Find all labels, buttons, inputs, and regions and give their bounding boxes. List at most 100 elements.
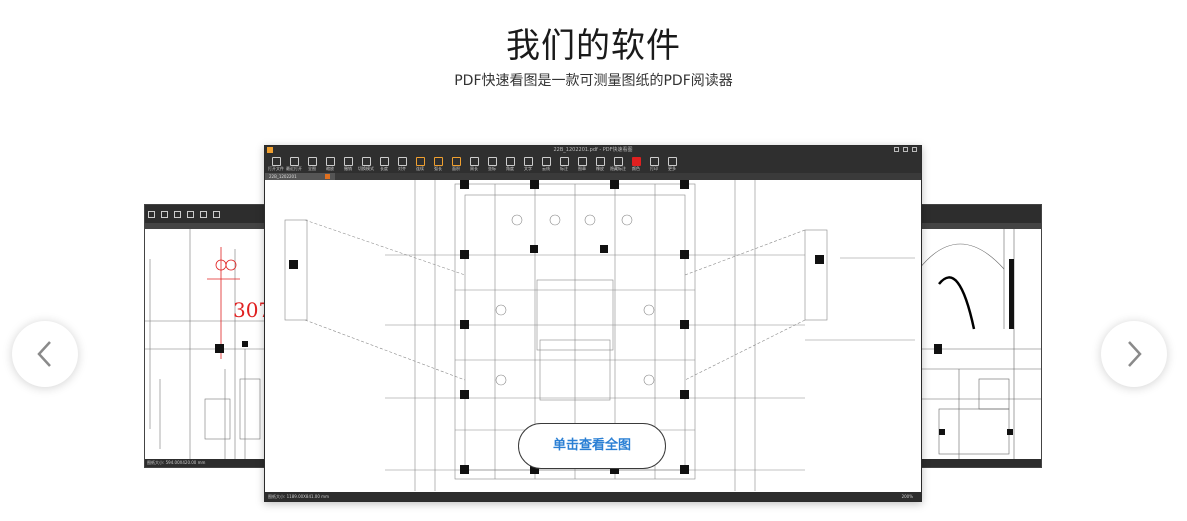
section-title: 我们的软件 [506, 26, 681, 66]
right-drawing [919, 229, 1041, 461]
tool-icon [289, 156, 299, 166]
tool-icon [415, 156, 425, 166]
toolbar-tool-21[interactable]: 打印 [647, 156, 661, 172]
floor-plan-drawing [284, 180, 915, 491]
app-logo-icon [267, 147, 273, 153]
app-statusbar: 图纸大小: 1189.00X841.00 mm 200% [265, 492, 921, 501]
tool-label: 连续 [416, 165, 424, 171]
preview-left-screenshot[interactable]: 307 图纸大小: 594.00X420.00 mm [144, 204, 268, 468]
tool-icon [541, 156, 551, 166]
tool-icon [325, 156, 335, 166]
tool-icon [379, 156, 389, 166]
tool-icon [487, 156, 497, 166]
toolbar-tool-14[interactable]: 文字 [521, 156, 535, 172]
tool-label: 对齐 [398, 165, 406, 171]
toolbar-tool-19[interactable]: 隐藏标注 [610, 156, 626, 172]
status-text: 图纸大小: 1189.00X841.00 mm [268, 494, 329, 499]
chevron-right-icon [1128, 341, 1142, 367]
toolbar-tool-16[interactable]: 标注 [557, 156, 571, 172]
toolbar-tool-20[interactable]: 颜色 [629, 156, 643, 172]
tool-icon [595, 156, 605, 166]
left-drawing: 307 [145, 229, 267, 461]
preview-right-screenshot[interactable] [918, 204, 1042, 468]
tool-label: 更多 [668, 165, 676, 171]
tool-label: 全图 [308, 165, 316, 171]
tool-label: 打印 [650, 165, 658, 171]
carousel-next-button[interactable] [1101, 321, 1167, 387]
minimize-icon[interactable] [894, 147, 899, 152]
tool-icon [271, 156, 281, 166]
toolbar-tool-1[interactable]: 最近打开 [286, 156, 302, 172]
toolbar-tool-4[interactable]: 撤销 [341, 156, 355, 172]
tool-label: 撤销 [344, 165, 352, 171]
app-toolbar: 22B_1202201.pdf - PDF快速看图 打开文件最近打开全图 缩放 撤销… [265, 146, 921, 173]
maximize-icon[interactable] [903, 147, 908, 152]
tool-label: 打开文件 [268, 165, 284, 171]
tool-label: 橡皮 [596, 165, 604, 171]
tool-icon [577, 156, 587, 166]
tool-label: 角度 [506, 165, 514, 171]
toolbar-tool-10[interactable]: 面积 [449, 156, 463, 172]
tool-label: 弧长 [434, 165, 442, 171]
toolbar-tool-18[interactable]: 橡皮 [593, 156, 607, 172]
tool-label: 图章 [578, 165, 586, 171]
tool-label: 标注 [560, 165, 568, 171]
tab-label: 22B_1202201 [269, 174, 297, 179]
tool-label: 面积 [452, 165, 460, 171]
tool-label: 隐藏标注 [610, 165, 626, 171]
tool-icon [523, 156, 533, 166]
chevron-left-icon [37, 341, 51, 367]
tool-label: 周长 [470, 165, 478, 171]
tool-icon [559, 156, 569, 166]
toolbar-tool-6[interactable]: 长度 [377, 156, 391, 172]
right-toolbar [919, 205, 1041, 223]
tool-label: 坐标 [488, 165, 496, 171]
tool-label: 云线 [542, 165, 550, 171]
tool-label: 文字 [524, 165, 532, 171]
tool-icon [343, 156, 353, 166]
close-icon[interactable] [912, 147, 917, 152]
tool-icon [433, 156, 443, 166]
toolbar-tool-3[interactable]: 缩放 [323, 156, 337, 172]
window-title: 22B_1202201.pdf - PDF快速看图 [553, 147, 633, 153]
zoom-level[interactable]: 200% [901, 494, 913, 499]
tool-label: 缩放 [326, 165, 334, 171]
tab-bar: 22B_1202201 [265, 173, 921, 180]
tool-icon [451, 156, 461, 166]
tool-icon [397, 156, 407, 166]
red-dimension-label: 307 [233, 298, 267, 322]
tool-row: 打开文件最近打开全图 缩放 撤销切换模式长度 对齐 连续 弧长 面积 周长 坐标 角度 文字 云线 标注… [268, 156, 917, 172]
left-toolbar [145, 205, 267, 223]
toolbar-tool-2[interactable]: 全图 [305, 156, 319, 172]
toolbar-tool-8[interactable]: 连续 [413, 156, 427, 172]
tool-icon [307, 156, 317, 166]
tab-close-icon[interactable] [325, 174, 330, 179]
tool-label: 切换模式 [358, 165, 374, 171]
toolbar-tool-12[interactable]: 坐标 [485, 156, 499, 172]
right-statusbar [919, 459, 1041, 467]
toolbar-tool-17[interactable]: 图章 [575, 156, 589, 172]
section-subtitle: PDF快速看图是一款可测量图纸的PDF阅读器 [454, 73, 733, 89]
toolbar-tool-0[interactable]: 打开文件 [268, 156, 284, 172]
document-tab[interactable]: 22B_1202201 [265, 173, 335, 180]
tool-icon [613, 156, 623, 166]
tool-label: 最近打开 [286, 165, 302, 171]
tool-icon [361, 156, 371, 166]
toolbar-tool-13[interactable]: 角度 [503, 156, 517, 172]
toolbar-tool-15[interactable]: 云线 [539, 156, 553, 172]
tool-icon [631, 156, 641, 166]
tool-icon [667, 156, 677, 166]
left-statusbar: 图纸大小: 594.00X420.00 mm [145, 459, 267, 467]
tool-icon [505, 156, 515, 166]
view-full-image-button[interactable]: 单击查看全图 [518, 423, 666, 469]
tool-icon [649, 156, 659, 166]
toolbar-tool-7[interactable]: 对齐 [395, 156, 409, 172]
tool-label: 长度 [380, 165, 388, 171]
toolbar-tool-22[interactable]: 更多 [665, 156, 679, 172]
toolbar-tool-11[interactable]: 周长 [467, 156, 481, 172]
toolbar-tool-5[interactable]: 切换模式 [358, 156, 374, 172]
tool-icon [469, 156, 479, 166]
toolbar-tool-9[interactable]: 弧长 [431, 156, 445, 172]
carousel-prev-button[interactable] [12, 321, 78, 387]
tool-label: 颜色 [632, 165, 640, 171]
